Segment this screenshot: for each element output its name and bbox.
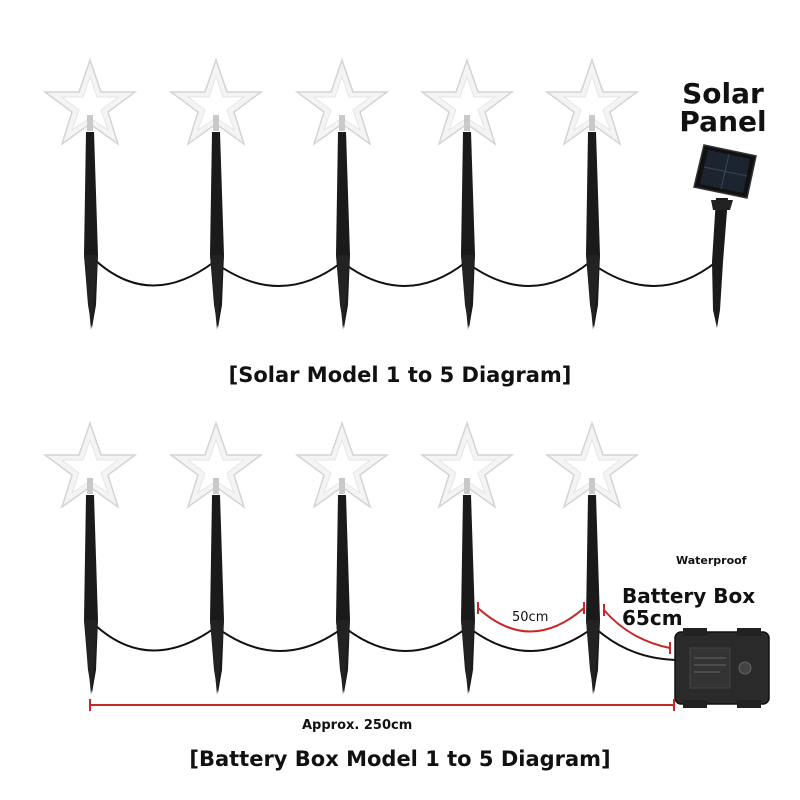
star-stake-light-icon [44, 59, 136, 330]
star-stake-light-icon [296, 422, 388, 695]
star-stake-light-icon [421, 422, 513, 695]
spacing-dimension [477, 602, 585, 633]
star-stake-light-icon [421, 59, 513, 330]
solar-diagram-caption: [Solar Model 1 to 5 Diagram] [228, 363, 572, 387]
battery-box-label-name: Battery Box [622, 584, 756, 608]
star-stake-light-icon [44, 422, 136, 695]
solar-panel-label-line1: Solar [682, 77, 764, 110]
solar-panel-label: Solar Panel [668, 80, 778, 136]
star-stake-light-icon [170, 59, 262, 330]
battery-box-label: Battery Box 65cm [622, 585, 755, 629]
star-stake-light-icon [546, 422, 638, 695]
solar-connecting-cable [94, 259, 717, 287]
star-stake-light-icon [296, 59, 388, 330]
battery-box-icon [674, 628, 770, 708]
waterproof-label: Waterproof [676, 554, 747, 567]
battery-diagram-caption: [Battery Box Model 1 to 5 Diagram] [189, 747, 611, 771]
solar-panel-icon [693, 144, 757, 328]
star-stake-light-icon [170, 422, 262, 695]
total-length-dimension [89, 699, 675, 711]
spacing-label: 50cm [512, 610, 549, 625]
solar-panel-label-line2: Panel [679, 105, 767, 138]
star-stake-light-icon [546, 59, 638, 330]
battery-model-group [44, 422, 770, 711]
battery-cable-length-label: 65cm [622, 606, 683, 630]
battery-cable-dimension [603, 604, 671, 654]
solar-model-group [44, 59, 757, 330]
total-length-label: Approx. 250cm [302, 718, 413, 733]
